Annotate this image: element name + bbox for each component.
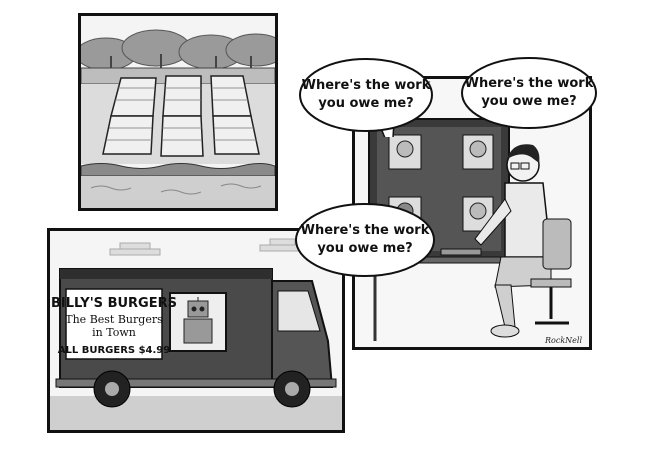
truck-sign	[65, 288, 163, 360]
video-tile-1	[388, 134, 422, 170]
trees	[81, 29, 275, 71]
keyboard	[440, 248, 482, 256]
sign-title: BILLY'S BURGERS	[51, 296, 177, 311]
bubble-line2: you owe me?	[317, 241, 412, 256]
robot-cook	[183, 297, 213, 344]
lounge-chair-2	[160, 75, 204, 157]
speech-bubble-bottom: Where's the work you owe me?	[295, 203, 435, 277]
artist-signature: RockNell	[544, 336, 582, 345]
pool-scene	[81, 16, 275, 208]
pool-panel	[78, 13, 278, 211]
cab-window	[277, 290, 321, 332]
bubble-line1: Where's the work	[301, 223, 430, 238]
speech-bubble-top-right: Where's the work you owe me?	[461, 57, 597, 129]
water-ripples	[90, 183, 262, 195]
video-tile-2	[462, 134, 494, 170]
pool-water	[81, 176, 275, 208]
wheel-front	[273, 370, 311, 408]
lounge-chair-3	[210, 75, 260, 155]
sign-subtitle-line1: The Best Burgers	[65, 313, 163, 326]
bubble-line2: you owe me?	[481, 94, 576, 109]
wheel-rear	[93, 370, 131, 408]
food-truck-panel: BILLY'S BURGERS The Best Burgers in Town…	[47, 228, 345, 433]
truck-roof	[60, 269, 272, 279]
bubble-line1: Where's the work	[465, 76, 594, 91]
bubble-line2: you owe me?	[318, 96, 413, 111]
bumper	[55, 378, 337, 388]
sign-price: ALL BURGERS $4.99	[58, 345, 171, 356]
pool-edge	[81, 163, 275, 177]
truck-scene: BILLY'S BURGERS The Best Burgers in Town…	[50, 231, 342, 430]
office-chair	[530, 218, 572, 325]
chair-slats	[106, 87, 257, 141]
sign-subtitle-line2: in Town	[92, 326, 136, 339]
lounge-chair-1	[102, 77, 157, 155]
bubble-line1: Where's the work	[302, 78, 431, 93]
speech-bubble-top-left: Where's the work you owe me?	[299, 58, 433, 137]
